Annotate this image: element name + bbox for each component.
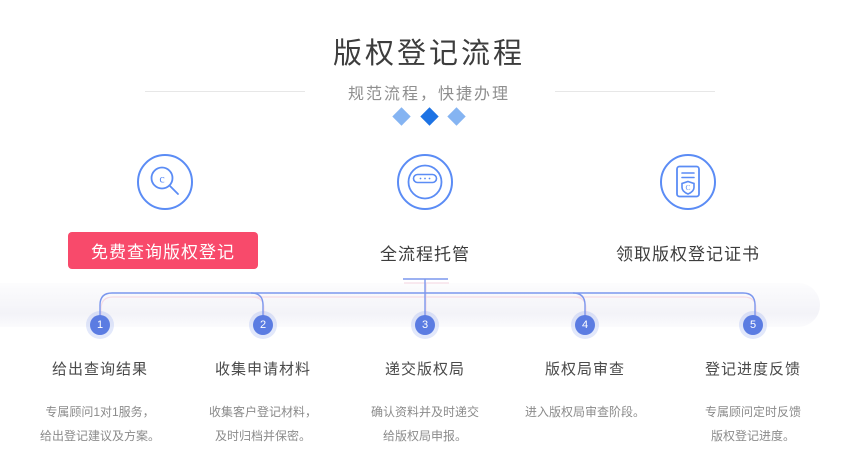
subtitle-right-divider [555,91,715,92]
step-description-line: 专属顾问定时反馈 [704,405,802,419]
certificate-icon: C [658,152,718,217]
step-description-line: 给版权局申报。 [382,429,468,443]
agent-icon [395,152,455,217]
step-title: 登记进度反馈 [704,361,802,378]
step-title: 给出查询结果 [51,361,149,378]
step-description-line: 版权登记进度。 [710,429,796,443]
step-number-badge: 4 [575,315,595,335]
diamond-icon [419,107,439,126]
free-copyright-query-button[interactable]: 免费查询版权登记 [68,232,258,269]
step-description-line: 确认资料并及时递交 [370,405,480,419]
step-description: 确认资料并及时递交 给版权局申报。 [371,400,479,448]
step-number-badge: 5 [743,315,763,335]
step-number-badge: 1 [90,315,110,335]
step-number-badge: 3 [415,315,435,335]
background-band [0,283,820,327]
copyright-search-icon: c [135,152,195,217]
feature-label-certificate: 领取版权登记证书 [616,245,760,264]
page-title: 版权登记流程 [332,38,525,70]
svg-text:c: c [159,172,164,186]
step-description: 专属顾问1对1服务， 给出登记建议及方案。 [40,400,160,448]
svg-text:C: C [685,183,690,192]
step-title: 收集申请材料 [214,361,312,378]
page-subtitle: 规范流程，快捷办理 [347,86,510,103]
step-description-line: 专属顾问1对1服务， [45,405,155,419]
step-description: 收集客户登记材料， 及时归档并保密。 [209,400,317,448]
feature-label-full-process: 全流程托管 [380,245,470,264]
step-description-line: 收集客户登记材料， [208,405,318,419]
step-number-badge: 2 [253,315,273,335]
step-description: 专属顾问定时反馈 版权登记进度。 [705,400,801,448]
diamond-icon [392,107,411,126]
diamond-icon [447,107,466,126]
step-description-line: 进入版权局审查阶段。 [524,405,646,419]
diamond-ornament [0,107,858,128]
step-title: 递交版权局 [384,361,466,378]
step-description-line: 及时归档并保密。 [214,429,312,443]
step-title: 版权局审查 [544,361,626,378]
process-connector-line [99,278,757,319]
subtitle-left-divider [145,91,305,92]
step-description: 进入版权局审查阶段。 [525,400,645,424]
step-description-line: 给出登记建议及方案。 [39,429,161,443]
